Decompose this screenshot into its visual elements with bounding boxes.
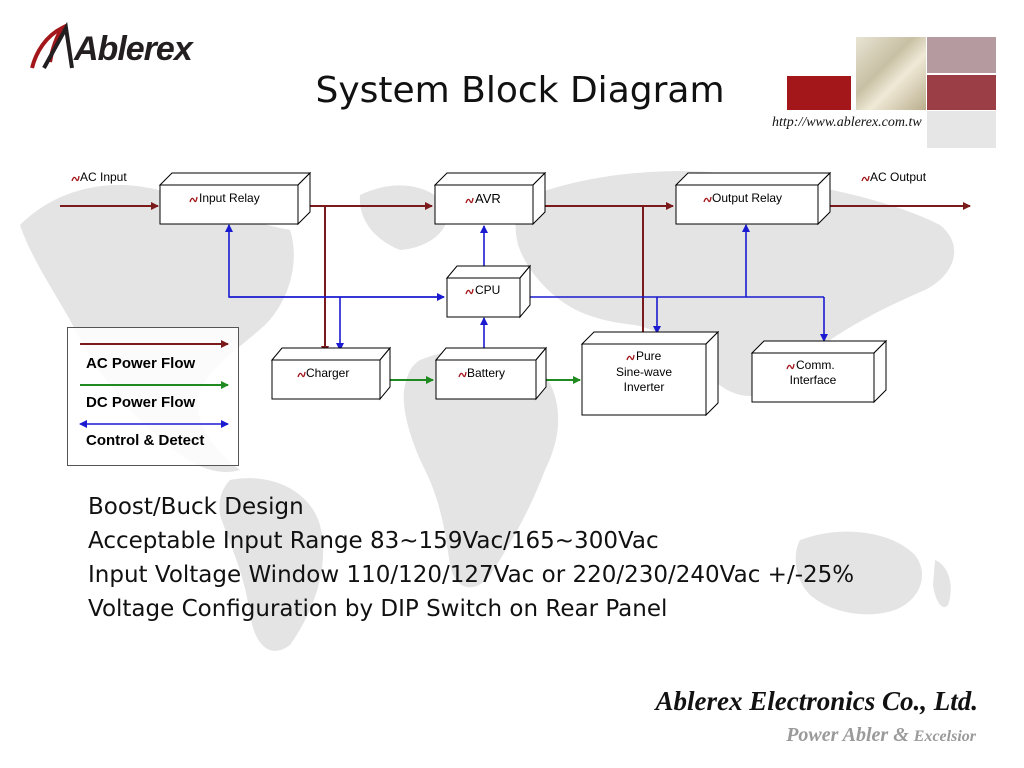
slogan-main: Power Abler &: [786, 724, 914, 746]
inverter-label-3: Inverter: [624, 380, 665, 394]
grey-tile: [927, 111, 996, 148]
system-block-diagram: AC Input AC Output Input Relay AVR Outpu…: [60, 170, 971, 417]
ac-input-label: AC Input: [80, 170, 127, 184]
legend-dc-power-flow: DC Power Flow: [86, 394, 196, 411]
legend-control-detect: Control & Detect: [86, 432, 205, 449]
company-name: Ablerex Electronics Co., Ltd.: [655, 686, 978, 716]
slogan-tail: Excelsior: [913, 728, 976, 745]
block-avr: [433, 171, 547, 226]
output-relay-label: Output Relay: [712, 191, 782, 205]
legend: AC Power Flow DC Power Flow Control & De…: [67, 327, 239, 466]
page-title: System Block Diagram: [315, 70, 725, 111]
block-battery: [434, 346, 548, 401]
feature-item: Voltage Configuration by DIP Switch on R…: [88, 596, 668, 622]
slogan: Power Abler & Excelsior: [786, 724, 976, 747]
comm-label-1: Comm.: [796, 358, 835, 372]
logo-text: Ablerex: [74, 30, 193, 68]
dark-red-tile: [927, 75, 996, 110]
mauve-tile: [927, 37, 996, 73]
legend-lines: [79, 340, 229, 428]
website-url: http://www.ablerex.com.tw: [772, 115, 922, 130]
comm-label-2: Interface: [790, 373, 837, 387]
cpu-label: CPU: [475, 283, 500, 297]
block-output-relay: [674, 171, 832, 226]
block-cpu: [445, 264, 532, 319]
battery-label: Battery: [467, 366, 505, 380]
inverter-label-1: Pure: [636, 349, 662, 363]
feature-list: Boost/Buck Design Acceptable Input Range…: [88, 490, 854, 626]
block-charger: [270, 346, 392, 401]
ablerex-logo: [30, 22, 74, 69]
block-inverter: [580, 330, 720, 417]
feature-item: Boost/Buck Design: [88, 494, 304, 520]
feature-item: Acceptable Input Range 83~159Vac/165~300…: [88, 528, 659, 554]
inverter-label-2: Sine-wave: [616, 365, 672, 379]
charger-label: Charger: [306, 366, 349, 380]
input-relay-label: Input Relay: [199, 191, 260, 205]
ac-output-label: AC Output: [870, 170, 927, 184]
control-lines: [225, 224, 828, 360]
feature-item: Input Voltage Window 110/120/127Vac or 2…: [88, 562, 855, 588]
legend-ac-power-flow: AC Power Flow: [86, 355, 196, 372]
red-tile: [787, 76, 851, 110]
bullet-marks: [71, 175, 870, 378]
ac-power-lines: [60, 202, 971, 354]
avr-label: AVR: [475, 191, 501, 206]
block-comm-interface: [750, 339, 888, 404]
block-input-relay: [158, 171, 312, 226]
photo-tile: [856, 37, 926, 110]
